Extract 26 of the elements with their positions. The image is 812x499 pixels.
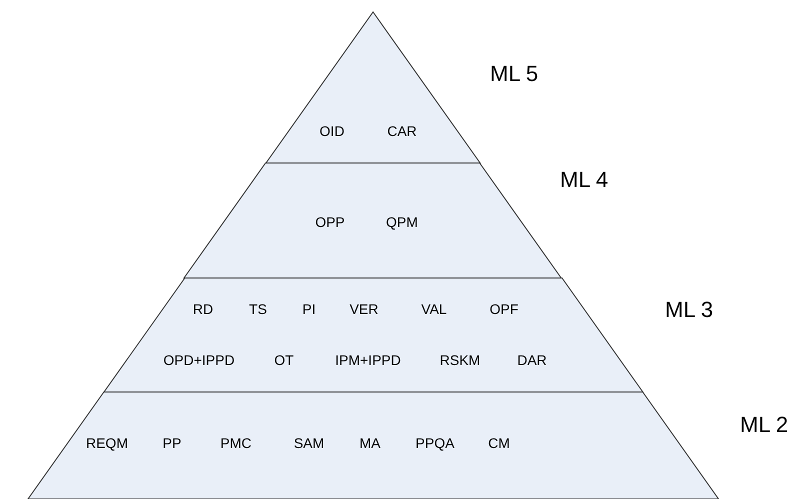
process-area-label: REQM [86, 435, 128, 451]
process-area-label: QPM [386, 214, 418, 230]
process-area-label: DAR [517, 352, 547, 368]
process-area-label: OPD+IPPD [163, 352, 235, 368]
process-area-label: TS [249, 301, 267, 317]
process-area-label: RD [192, 301, 214, 317]
process-area-label: SAM [294, 435, 324, 451]
process-area-label: IPM+IPPD [335, 352, 401, 368]
process-area-label: VAL [421, 301, 447, 317]
process-area-label: OPF [490, 301, 518, 317]
process-area-label: MA [359, 435, 380, 451]
process-area-label: CM [488, 435, 510, 451]
level-label: ML 4 [560, 168, 608, 192]
process-area-label: PI [302, 301, 316, 317]
process-area-label: PPQA [416, 435, 454, 451]
level-label: ML 3 [665, 298, 714, 322]
process-area-label: OID [320, 123, 344, 139]
process-area-label: RSKM [440, 352, 480, 368]
process-area-label: OPP [315, 214, 345, 230]
process-area-label: CAR [387, 123, 417, 139]
level-label: ML 2 [740, 413, 788, 437]
process-area-label: OT [274, 352, 294, 368]
level-label: ML 5 [490, 62, 538, 86]
process-area-label: VER [350, 301, 378, 317]
process-area-label: PMC [220, 435, 252, 451]
process-area-label: PP [162, 435, 182, 451]
